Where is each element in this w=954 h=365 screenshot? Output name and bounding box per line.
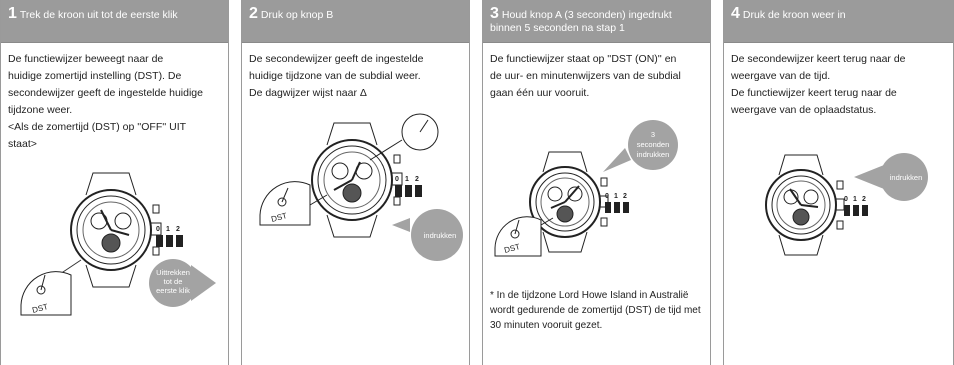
bubble-text: 3 — [651, 130, 655, 139]
description-line: <Als de zomertijd (DST) op ''OFF'' UIT — [8, 121, 187, 133]
footnote: * In de tijdzone Lord Howe Island in Aus… — [490, 290, 701, 331]
step-number: 2 — [249, 5, 258, 22]
step-description: De functiewijzer beweegt naar de huidige… — [1, 43, 228, 153]
step-description: De functiewijzer staat op ''DST (ON)'' e… — [483, 43, 710, 102]
pull-arrow-icon — [149, 259, 216, 307]
watch-icon — [311, 122, 403, 238]
description-line: De functiewijzer beweegt naar de — [8, 53, 164, 65]
description-line: De secondewijzer geeft de ingestelde — [249, 53, 424, 65]
crown-pos-1: 1 — [166, 226, 170, 233]
description-line: tijdzone weer. — [8, 104, 73, 116]
crown-pos-1: 1 — [405, 176, 409, 183]
press-arrow-icon — [854, 153, 928, 201]
crown-position-icons — [156, 235, 183, 247]
description-line: De functiewijzer keert terug naar de — [731, 87, 897, 99]
bubble-text: tot de — [164, 277, 183, 286]
bubble-text: indrukken — [424, 231, 457, 240]
crown-pos-1: 1 — [614, 193, 618, 200]
watch-illustration: 0 1 2 DST Uittrekken tot de eerste klik — [20, 172, 216, 316]
description-line: de uur- en minutenwijzers van de subdial — [490, 70, 681, 82]
subdial-magnifier-icon — [494, 216, 554, 257]
dst-label: DST — [270, 211, 288, 224]
subdial-magnifier-icon — [259, 181, 328, 226]
day-magnifier-icon — [369, 113, 439, 161]
subdial-magnifier-icon — [20, 271, 72, 316]
crown-pos-2: 2 — [623, 193, 627, 200]
bubble-text: Uittrekken — [156, 268, 190, 277]
crown-pos-0: 0 — [156, 226, 160, 233]
press-arrow-icon — [603, 120, 678, 172]
step-number: 3 — [490, 5, 499, 22]
description-line: secondewijzer geeft de ingestelde huidig… — [8, 87, 203, 99]
description-line: De secondewijzer keert terug naar de — [731, 53, 906, 65]
watch-icon — [529, 151, 609, 253]
step-title: Druk de kroon weer in — [742, 9, 846, 21]
step-title: Trek de kroon uit tot de eerste klik — [19, 9, 178, 21]
step-title: Druk op knop B — [260, 9, 334, 21]
description-line: huidige tijdzone van de subdial weer. — [249, 70, 421, 82]
watch-illustration: 0 1 2 indrukken — [765, 153, 928, 256]
step-number: 1 — [8, 5, 17, 22]
description-line: weergave van de oplaadstatus. — [731, 104, 877, 116]
watch-illustration: 0 1 2 DST 3 seconden indrukken — [494, 120, 678, 257]
bubble-text: indrukken — [637, 150, 670, 159]
description-line: huidige zomertijd instelling (DST). De — [8, 70, 182, 82]
bubble-text: indrukken — [890, 173, 923, 182]
description-line: weergave van de tijd. — [731, 70, 831, 82]
dst-label: DST — [31, 302, 49, 315]
crown-position-icons — [395, 185, 422, 197]
description-line: staat> — [8, 138, 37, 150]
bubble-text: eerste klik — [156, 286, 190, 295]
press-arrow-icon — [392, 209, 463, 261]
crown-pos-2: 2 — [415, 176, 419, 183]
watch-icon — [70, 172, 162, 288]
crown-pos-1: 1 — [853, 196, 857, 203]
crown-pos-2: 2 — [176, 226, 180, 233]
crown-pos-0: 0 — [395, 176, 399, 183]
description-line: gaan één uur vooruit. — [490, 87, 590, 99]
step-description: De secondewijzer keert terug naar de wee… — [724, 43, 953, 119]
step-title: Houd knop A (3 seconden) ingedrukt binne… — [490, 9, 672, 34]
crown-position-icons — [844, 205, 868, 216]
crown-position-icons — [605, 202, 629, 213]
bubble-text: seconden — [637, 140, 670, 149]
dst-label: DST — [503, 242, 521, 255]
description-line: De dagwijzer wijst naar Δ — [249, 87, 367, 99]
watch-icon — [765, 154, 845, 256]
crown-pos-0: 0 — [605, 193, 609, 200]
crown-pos-0: 0 — [844, 196, 848, 203]
step-description: De secondewijzer geeft de ingestelde hui… — [242, 43, 469, 102]
description-line: De functiewijzer staat op ''DST (ON)'' e… — [490, 53, 677, 65]
crown-pos-2: 2 — [862, 196, 866, 203]
step-number: 4 — [731, 5, 740, 22]
watch-illustration: 0 1 2 DST indrukken — [259, 113, 463, 261]
